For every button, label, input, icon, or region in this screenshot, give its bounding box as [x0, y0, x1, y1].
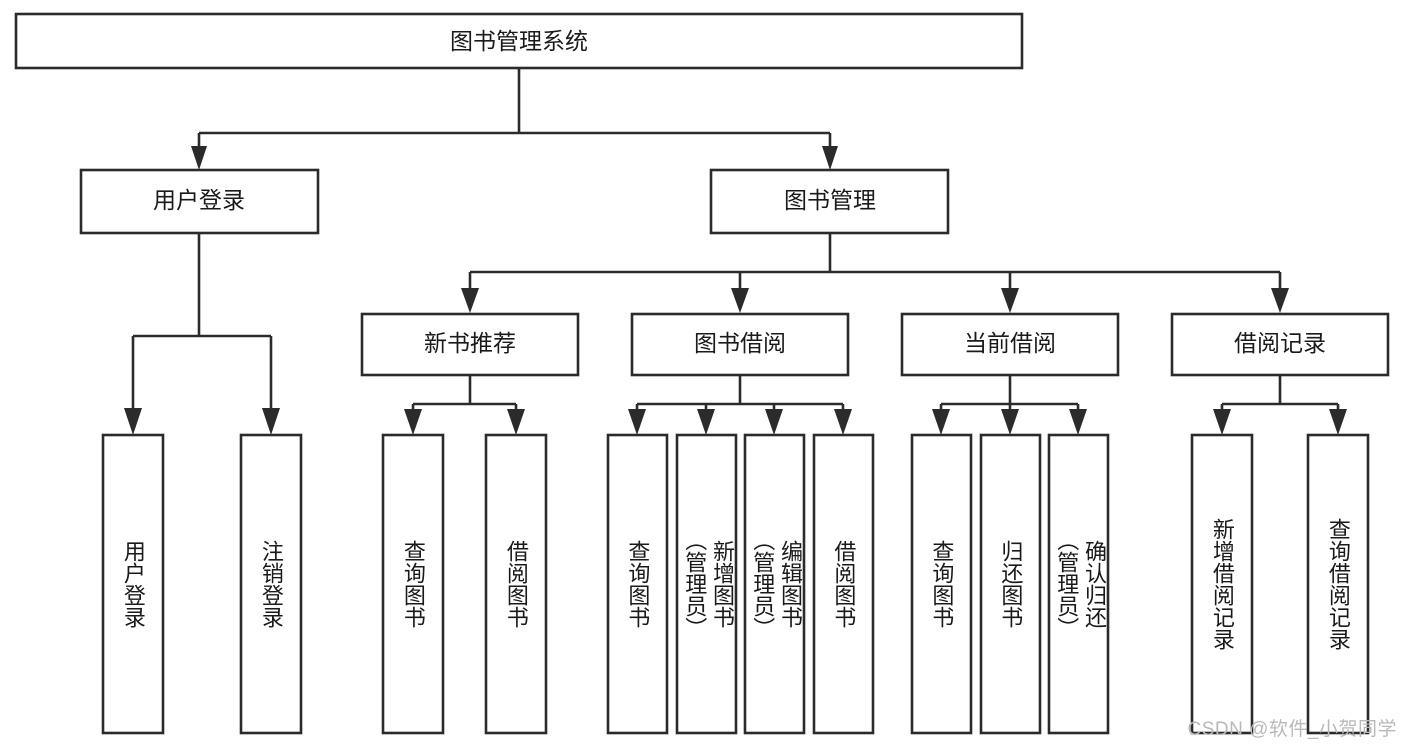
book-borrow-label: 图书借阅 — [694, 330, 786, 356]
leaf-box-query-book-1[interactable] — [381, 433, 445, 735]
user-login-box[interactable] — [79, 168, 320, 235]
connectors-root-to-level2 — [191, 68, 838, 170]
connectors-current-borrow-to-leaves — [932, 375, 1087, 435]
current-borrow-box[interactable] — [900, 312, 1120, 377]
connectors-borrow-record-to-leaves — [1213, 375, 1347, 435]
root-label: 图书管理系统 — [450, 28, 588, 54]
connectors-user-login-to-leaves — [124, 233, 280, 435]
leaf-box-add-book[interactable] — [675, 433, 738, 735]
node-new-book-recommend[interactable]: 新书推荐 — [360, 312, 580, 377]
borrow-record-label: 借阅记录 — [1234, 330, 1326, 356]
leaf-box-return-book[interactable] — [979, 433, 1042, 735]
book-management-box[interactable] — [709, 168, 950, 235]
leaves-book-borrow — [606, 433, 875, 735]
node-current-borrow[interactable]: 当前借阅 — [900, 312, 1120, 377]
new-book-recommend-box[interactable] — [360, 312, 580, 377]
connectors-book-borrow-to-leaves — [628, 375, 852, 435]
leaf-box-borrow-book-2[interactable] — [812, 433, 875, 735]
node-borrow-record[interactable]: 借阅记录 — [1170, 312, 1390, 377]
leaf-box-add-record[interactable] — [1190, 433, 1254, 735]
user-login-label: 用户登录 — [153, 187, 245, 213]
borrow-record-box[interactable] — [1170, 312, 1390, 377]
node-book-management[interactable]: 图书管理 — [709, 168, 950, 235]
new-book-recommend-label: 新书推荐 — [424, 330, 516, 356]
leaf-box-edit-book[interactable] — [743, 433, 806, 735]
book-management-label: 图书管理 — [784, 187, 876, 213]
node-root[interactable]: 图书管理系统 — [14, 12, 1024, 70]
node-user-login[interactable]: 用户登录 — [79, 168, 320, 235]
leaves-new-book-recommend — [381, 433, 548, 735]
leaf-box-logout[interactable] — [239, 433, 303, 735]
root-box[interactable] — [14, 12, 1024, 70]
leaves-current-borrow — [910, 433, 1110, 735]
leaves-user-login — [101, 433, 303, 735]
connectors-new-book-to-leaves — [404, 375, 525, 435]
leaf-box-confirm-return[interactable] — [1047, 433, 1110, 735]
current-borrow-label: 当前借阅 — [964, 330, 1056, 356]
leaf-box-user-login[interactable] — [101, 433, 165, 735]
book-borrow-box[interactable] — [630, 312, 850, 377]
leaf-box-borrow-book-1[interactable] — [484, 433, 548, 735]
connectors-book-mgmt-to-level3 — [461, 233, 1289, 313]
leaf-box-query-book-2[interactable] — [606, 433, 669, 735]
node-book-borrow[interactable]: 图书借阅 — [630, 312, 850, 377]
leaf-box-query-record[interactable] — [1306, 433, 1370, 735]
leaves-borrow-record — [1190, 433, 1370, 735]
leaf-box-query-book-3[interactable] — [910, 433, 973, 735]
